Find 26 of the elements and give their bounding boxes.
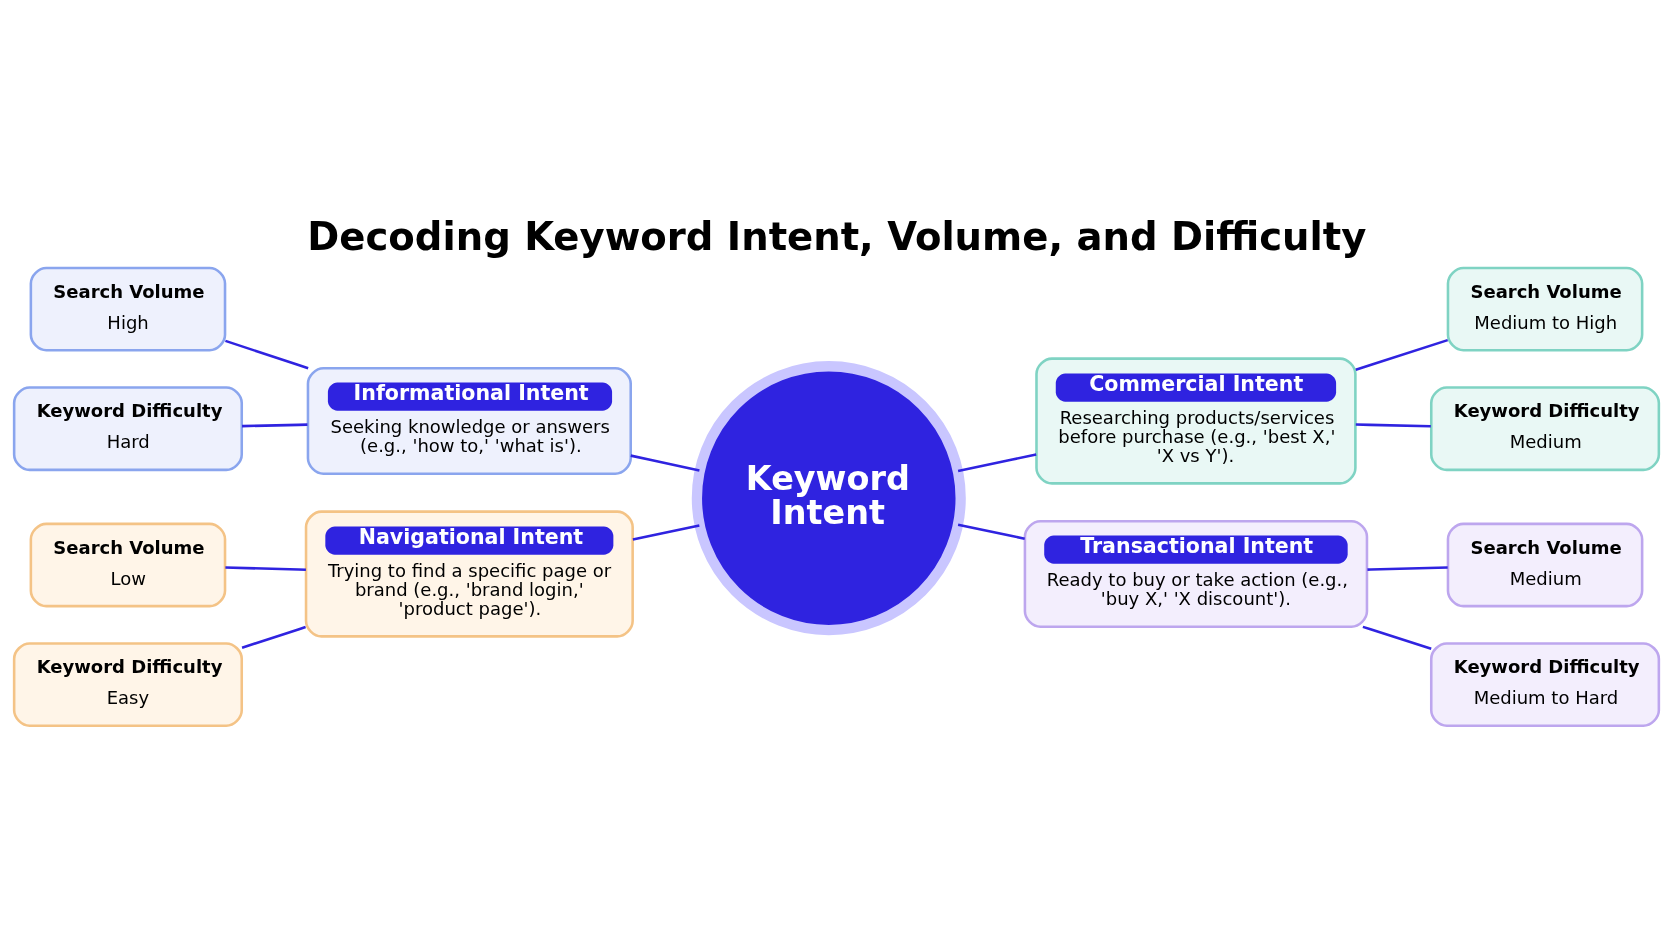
- node-circle: Keyword Intent: [691, 361, 966, 636]
- node-box: Keyword Difficulty Easy: [12, 642, 243, 728]
- node-box: Search Volume Low: [29, 522, 226, 608]
- node-box: Navigational Intent Trying to find a specific page or brand (e.g., 'brand login,' 'product page').: [304, 510, 634, 638]
- node-box: Search Volume Medium: [1446, 522, 1643, 608]
- node-box: Search Volume Medium to High: [1446, 266, 1643, 352]
- node-box: Keyword Difficulty Medium to Hard: [1429, 642, 1660, 728]
- connector: [224, 566, 306, 571]
- connector: [1366, 566, 1448, 571]
- node-box: Transactional Intent Ready to buy or take action (e.g., 'buy X,' 'X discount').: [1023, 520, 1368, 628]
- node-box: Search Volume High: [29, 266, 226, 352]
- connector: [1354, 338, 1448, 372]
- connector: [957, 523, 1025, 540]
- connector: [632, 524, 700, 541]
- connector: [957, 453, 1036, 473]
- node-box: Commercial Intent Researching products/services before purchase (e.g., 'best X,' 'X vs Y').: [1034, 357, 1357, 485]
- connector: [241, 423, 307, 428]
- diagram-title: Decoding Keyword Intent, Volume, and Difficulty: [306, 213, 1366, 259]
- node-box: Keyword Difficulty Medium: [1429, 386, 1660, 472]
- connector: [241, 625, 306, 649]
- connector: [224, 339, 309, 370]
- connector: [1362, 625, 1432, 650]
- node-box: Informational Intent Seeking knowledge or answers (e.g., 'how to,' 'what is').: [306, 367, 632, 475]
- node-box: Keyword Difficulty Hard: [12, 386, 243, 472]
- connector: [630, 454, 700, 472]
- connector: [1355, 423, 1431, 428]
